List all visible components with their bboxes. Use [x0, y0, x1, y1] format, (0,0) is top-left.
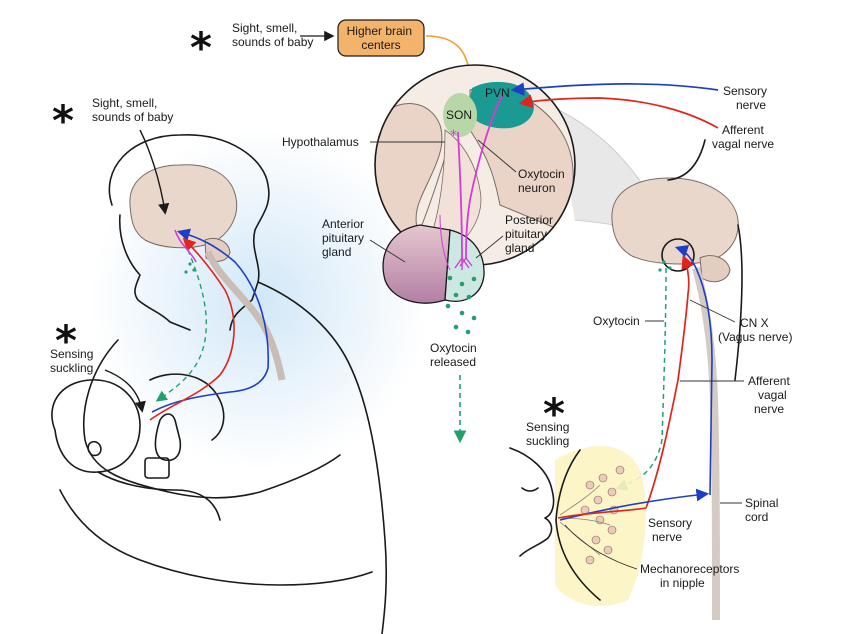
- right-sensing-star: *: [543, 389, 565, 438]
- top-sight-label: Sight, smell, sounds of baby: [232, 21, 313, 49]
- oxytocin-neuron-pvn: [465, 95, 503, 259]
- anterior-pituitary-label: Anterior pituitary gland: [322, 217, 367, 259]
- mechanoreceptors-label: Mechanoreceptors in nipple: [640, 562, 743, 590]
- mother-sensing-star: *: [55, 316, 77, 365]
- posterior-pituitary-leader: [475, 235, 504, 259]
- mother-sensory-nerve-path: [151, 228, 270, 413]
- mechanoreceptors-leader: [564, 524, 638, 570]
- baby-eye-right: [521, 487, 539, 492]
- higher-brain-label: Higher brain centers: [347, 24, 416, 52]
- mother-lower-arm: [59, 489, 373, 586]
- mother-afferent-path: [149, 237, 235, 421]
- mother-breast: [149, 373, 225, 441]
- baby-ear: [87, 440, 102, 457]
- mother-face: [118, 214, 191, 331]
- breast-outline: [555, 449, 601, 601]
- sensing-right-label: Sensing suckling: [526, 420, 573, 448]
- sensory-nerve-top-label: Sensory nerve: [723, 84, 770, 112]
- mother-oxytocin-dots: [184, 262, 196, 274]
- higher-brain-box: [337, 19, 425, 57]
- oxytocin-right-label: Oxytocin: [593, 314, 640, 328]
- sensory-nerve-bottom-path: [559, 488, 710, 521]
- baby-hand: [154, 413, 182, 462]
- side-neck-outline: [667, 139, 743, 381]
- side-oxytocin-dots: [658, 260, 672, 272]
- anterior-pituitary-leader: [369, 239, 406, 263]
- oxytocin-neuron-label: Oxytocin neuron: [518, 167, 568, 195]
- side-spinal-cord: [692, 266, 720, 621]
- mother-sight-arrow: [139, 129, 170, 215]
- side-sensory-nerve-path: [674, 244, 713, 496]
- afferent-vagal-top-label: Afferent vagal nerve: [712, 123, 774, 151]
- side-oxytocin-path: [615, 267, 667, 491]
- side-brain: [611, 177, 739, 265]
- neuron-terminals: [454, 257, 473, 270]
- pvn-label: PVN: [485, 86, 510, 100]
- top-sight-star: *: [190, 23, 212, 72]
- side-view-illustration: Oxytocin CN X (Vagus nerve) Afferent vag…: [509, 139, 793, 621]
- mother-sensing-arrow: [104, 369, 146, 413]
- milk-ducts: [559, 484, 611, 556]
- mother-body: [257, 281, 388, 634]
- afferent-vagal-top-path: [518, 94, 719, 129]
- mother-sight-star: *: [52, 96, 74, 145]
- higher-brain-section: * Sight, smell, sounds of baby Higher br…: [190, 19, 476, 82]
- cn-x-label: CN X (Vagus nerve): [718, 316, 792, 344]
- son-label: SON: [446, 108, 472, 122]
- oxytocin-neuron-son: [457, 131, 463, 259]
- baby-body: [97, 471, 221, 521]
- side-cerebellum: [699, 255, 731, 283]
- oxytocin-dots: [445, 275, 477, 335]
- sensory-nerve-top-path: [510, 82, 719, 96]
- side-afferent-vagal-path: [645, 254, 695, 509]
- hypothalamus-label: Hypothalamus: [282, 135, 359, 149]
- mother-spinal-cord: [204, 250, 286, 381]
- baby-face-right: [509, 447, 555, 557]
- cn-x-leader: [689, 299, 736, 323]
- afferent-from-nipple-path: [557, 507, 647, 519]
- anterior-pituitary: [382, 224, 451, 304]
- baby-sleeve: [144, 457, 170, 479]
- son-neuron-star: *: [450, 128, 457, 144]
- mother-neuron: [174, 229, 197, 263]
- afferent-vagal-right-label: Afferent vagal nerve: [748, 374, 793, 416]
- mother-sensing-label: Sensing suckling: [50, 347, 97, 375]
- posterior-pituitary-label: Posterior pituitary gland: [505, 213, 556, 255]
- son-nucleus: [443, 93, 477, 137]
- mother-brain: [129, 164, 238, 249]
- mother-sight-label: Sight, smell, sounds of baby: [92, 96, 173, 124]
- baby-head: [51, 379, 141, 473]
- oxytocin-released-label: Oxytocin released: [430, 341, 480, 369]
- mother-baby-illustration: * Sight, smell, sounds of baby * Sensing…: [50, 96, 430, 634]
- mother-hair: [108, 134, 270, 331]
- spinal-cord-label: Spinal cord: [745, 496, 782, 524]
- sensory-nerve-bottom-label: Sensory nerve: [648, 516, 695, 544]
- pituitary-stalk: [439, 214, 451, 271]
- hypothalamus-zoom: PVN SON * Hypothalamus Oxytocin neuron A…: [282, 64, 774, 444]
- oxytocin-neuron-leader: [477, 139, 517, 173]
- breast-tissue: [555, 446, 646, 606]
- mother-oxytocin-path: [155, 249, 208, 402]
